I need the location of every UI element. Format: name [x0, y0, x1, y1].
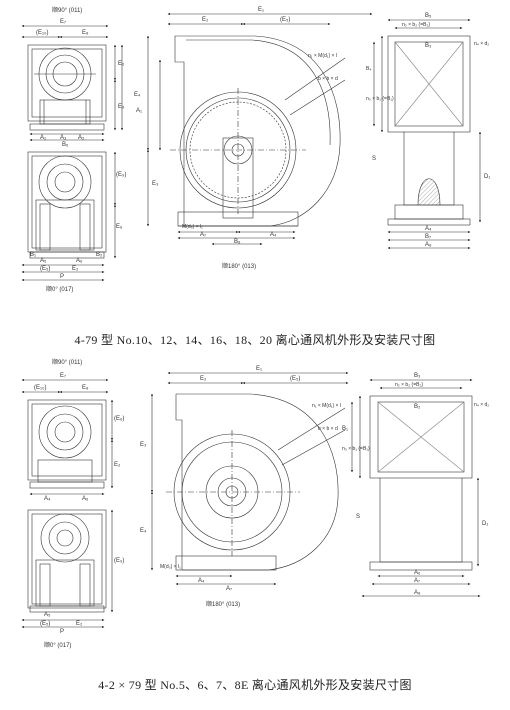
- dim-e2b: E₂: [202, 17, 209, 23]
- dim-b7: B₇: [425, 234, 431, 240]
- dim-e1: E₁: [258, 7, 264, 13]
- top-center-view: [146, 12, 373, 246]
- dim-b6: B₆: [62, 142, 69, 148]
- view-top-center: 顺180° (013): [222, 263, 256, 270]
- dim-e5b-b: (E₅): [40, 621, 50, 627]
- note-n3-b: n₃ × b₁ (=B₁): [342, 446, 370, 452]
- view-labels: 顺90° (011) 顺0° (017) 顺180° (013) 顺90° (0…: [44, 7, 256, 649]
- dim-e10: (E₁₀): [36, 30, 49, 36]
- top-left-lower-view: [21, 151, 117, 282]
- dim-e10-b: (E₁₀): [34, 385, 47, 391]
- dim-b2-b: B₂: [414, 404, 421, 410]
- dim-a7-right-b: A₇: [414, 578, 420, 584]
- dim-a7: A₇: [200, 232, 206, 238]
- bottom-left-upper-view: [21, 378, 114, 496]
- bottom-right-view: [350, 378, 481, 598]
- dim-a3: A₃: [60, 135, 67, 141]
- dim-e2c: E₂: [72, 266, 79, 272]
- top-labels: E₇ (E₁₀) E₈ E₂ E₃ E₁ E₂ (E₅) (E₉) E₆ E₄ …: [30, 7, 490, 280]
- dim-e3-b: E₃: [140, 442, 147, 448]
- bottom-labels: E₇ (E₁₀) E₈ (E₆) E₂ E₁ E₂ (E₅) E₃ E₄ (E₉…: [34, 366, 489, 635]
- dim-e7-b: E₇: [60, 373, 66, 379]
- dim-a4-right: A₄: [425, 226, 432, 232]
- dim-a2: A₂: [78, 135, 85, 141]
- dim-e4-b: E₄: [140, 528, 147, 534]
- caption-top: 4-79 型 No.10、12、14、16、18、20 离心通风机外形及安装尺寸…: [74, 333, 436, 347]
- dim-e4: E₄: [134, 92, 141, 98]
- dim-a1-center: A₁: [136, 108, 142, 114]
- view-bottom-left-lower: 顺0° (017): [44, 642, 71, 649]
- dim-a8: A₈: [425, 242, 432, 248]
- dim-e3-center: E₃: [152, 181, 159, 187]
- dim-e6-b: (E₆): [114, 416, 124, 422]
- view-bottom-left-upper: 顺90° (011): [52, 359, 82, 366]
- note-bbd-b: b × b × d: [318, 426, 338, 432]
- note-n1: n₁ × M(d₁) × l: [308, 53, 337, 59]
- dim-a6: A₆: [76, 258, 83, 264]
- dim-d1: D₁: [484, 174, 490, 180]
- dim-a7-b: A₇: [226, 586, 232, 592]
- dim-b1: B₁: [30, 252, 36, 258]
- dim-p: P: [60, 274, 64, 280]
- dim-b2: B₂: [96, 252, 103, 258]
- dim-e8-b: E₈: [82, 385, 89, 391]
- dim-e2: E₂: [118, 61, 125, 67]
- dim-e7: E₇: [60, 19, 66, 25]
- dim-a6-b: A₆: [82, 496, 89, 502]
- dim-e5: (E₅): [280, 17, 290, 23]
- dim-b3: B₃: [425, 43, 432, 49]
- dim-d1-b: D₁: [482, 521, 488, 527]
- dim-e2b-b: E₂: [76, 621, 83, 627]
- view-top-left-lower: 顺0° (017): [46, 286, 73, 293]
- dim-e9: (E₉): [116, 172, 126, 178]
- dim-b8: B₈: [234, 239, 241, 245]
- dim-e2-center-b: E₂: [200, 376, 207, 382]
- dim-e1-b: E₁: [256, 366, 262, 372]
- dim-a6-right-b: A₆: [414, 570, 421, 576]
- dim-p-b: P: [60, 629, 64, 635]
- note-n3: n₃ × b₁ (=B₁): [366, 96, 394, 102]
- dim-a4: A₄: [270, 232, 277, 238]
- view-top-left-upper: 顺90° (011): [52, 7, 82, 14]
- note-md-b: M(d₃) × l₁: [160, 564, 181, 570]
- view-bottom-center: 顺180° (013): [206, 601, 240, 608]
- note-n2-b: n₂ × b₂ (=B₂): [395, 382, 423, 388]
- dim-a4-b: A₄: [198, 578, 205, 584]
- dim-b4: B₄: [366, 66, 371, 72]
- top-left-upper-view: [21, 24, 124, 142]
- bottom-left-lower-view: [21, 509, 114, 629]
- caption-bottom: 4-2 × 79 型 No.5、6、7、8E 离心通风机外形及安装尺寸图: [98, 678, 412, 692]
- dim-b1-b: B₁: [342, 426, 348, 432]
- dim-e8: E₈: [82, 30, 89, 36]
- top-right-view: [372, 18, 482, 250]
- dim-e9-b: (E₉): [114, 558, 124, 564]
- note-bbd: b × b × d: [318, 76, 338, 82]
- dim-e5b: (E₅): [40, 266, 50, 272]
- bottom-center-view: [150, 371, 349, 586]
- dim-b3-b: B₃: [414, 373, 421, 379]
- dim-a1: A₁: [40, 135, 46, 141]
- dim-e2-b: E₂: [114, 462, 121, 468]
- note-n1-b: n₁ × M(d₁) × l: [312, 403, 341, 409]
- note-md: M(d₃) × l₁: [182, 224, 203, 230]
- dim-s-b: S: [356, 514, 360, 520]
- dim-a5: A₅: [40, 258, 47, 264]
- note-n4: n₄ × d₂: [474, 41, 489, 47]
- dim-a8-b: A₈: [414, 590, 421, 596]
- dim-b5: B₅: [425, 13, 432, 19]
- note-n4-b: n₄ × d₂: [474, 402, 489, 408]
- note-n2: n₂ × b₂ (=B₂): [402, 22, 430, 28]
- dim-s: S: [372, 156, 376, 162]
- dim-a5-b: A₅: [44, 612, 51, 618]
- dim-a4-left-b: A₄: [44, 496, 51, 502]
- dim-e6: E₆: [116, 224, 123, 230]
- dim-e3: E₃: [118, 104, 125, 110]
- dim-e5-b: (E₅): [290, 376, 300, 382]
